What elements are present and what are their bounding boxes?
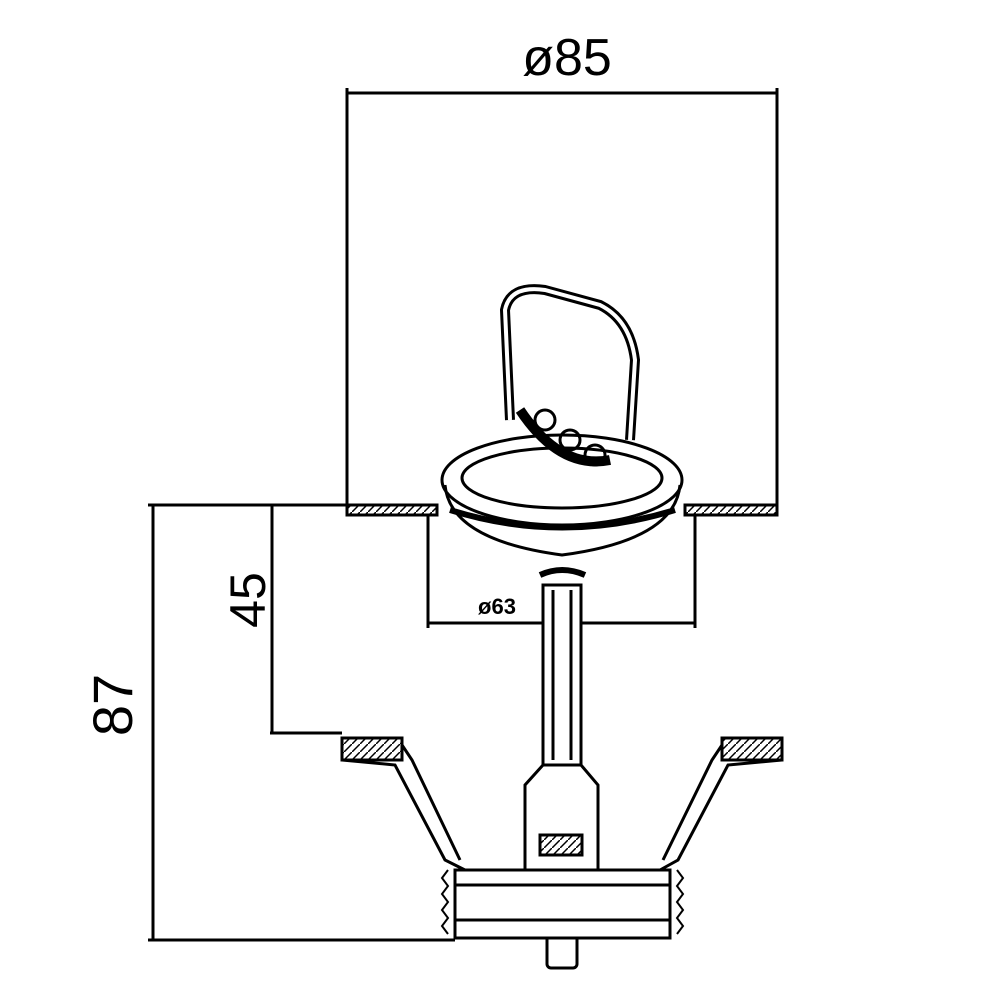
- drain-body: [340, 736, 784, 940]
- ring-handle: [499, 284, 641, 467]
- dimension-overflow-height: [270, 503, 347, 735]
- overflow-height-label: 45: [220, 572, 276, 628]
- outer-diameter-label: ø85: [522, 29, 612, 87]
- total-height-label: 87: [81, 674, 144, 736]
- dimension-total-height: [148, 503, 455, 942]
- plug-diameter-label: ø63: [478, 594, 516, 619]
- dimension-outer-diameter: [345, 88, 779, 505]
- sink-surface: [345, 503, 779, 517]
